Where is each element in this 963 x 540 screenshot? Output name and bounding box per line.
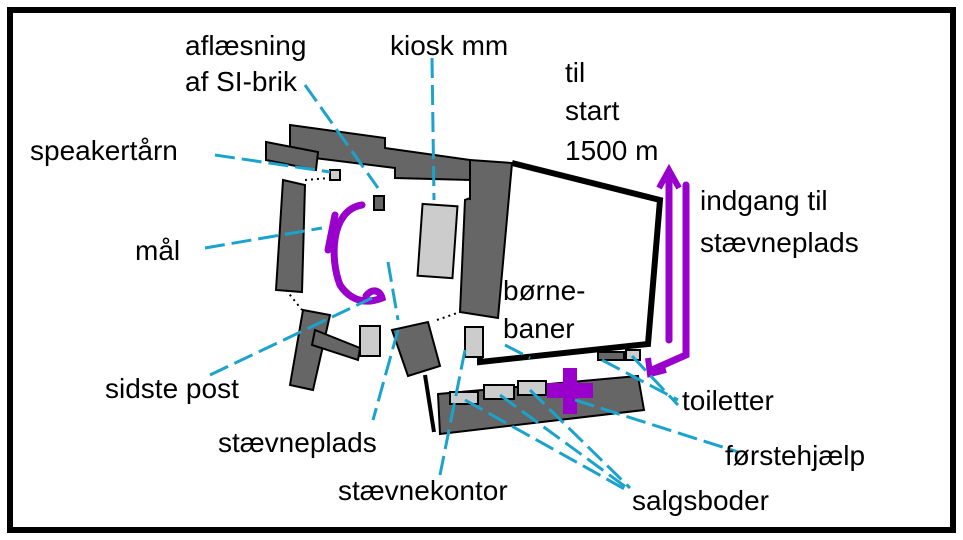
sales-booth-1 <box>449 391 479 405</box>
label-borne-2: baner <box>503 313 575 344</box>
label-aflaesning-2: af SI-brik <box>185 66 298 97</box>
openings <box>285 177 471 321</box>
sales-booth-2 <box>483 384 515 400</box>
label-salgsboder: salgsboder <box>632 485 769 516</box>
stand-378-189 <box>373 195 385 211</box>
label-indgang-2: stævneplads <box>700 227 859 258</box>
label-toiletter: toiletter <box>682 385 774 416</box>
label-speakertaarn: speakertårn <box>30 135 178 166</box>
finish-light-box <box>359 325 381 357</box>
label-staevnekontor: stævnekontor <box>338 475 508 506</box>
kiosk-box <box>416 202 459 280</box>
building-west-block <box>274 178 307 294</box>
toilet-block-left <box>597 351 625 361</box>
finish-chute-left <box>324 211 339 254</box>
label-sidste-post: sidste post <box>105 373 239 404</box>
building-bottom-right <box>390 320 442 378</box>
label-til-1: til <box>565 57 585 88</box>
label-maal: mål <box>135 235 180 266</box>
office-box <box>464 326 484 358</box>
event-area-outline-west <box>423 374 436 433</box>
entry-route <box>648 181 690 374</box>
label-staevneplads: stævneplads <box>218 427 377 458</box>
routes <box>324 174 690 374</box>
building-southwest <box>288 308 332 392</box>
leader-lines <box>204 57 739 494</box>
sales-booth-3 <box>517 380 547 396</box>
label-forstehjaelp: førstehjælp <box>725 440 865 471</box>
building-bottom-left <box>310 328 362 362</box>
speaker-box <box>329 169 341 181</box>
label-kiosk: kiosk mm <box>390 30 508 61</box>
label-borne-1: børne- <box>503 275 585 306</box>
arrow-up-icon <box>656 163 682 190</box>
finish-chute-main <box>330 201 387 305</box>
label-til-3: 1500 m <box>565 135 658 166</box>
toilet-box <box>625 349 641 361</box>
first-aid-cross-icon <box>547 368 593 414</box>
label-til-2: start <box>565 95 620 126</box>
arrow-down-icon <box>645 357 667 378</box>
label-indgang-1: indgang til <box>700 185 828 216</box>
building-north-pier <box>265 140 320 172</box>
label-aflaesning-1: aflæsning <box>185 30 306 61</box>
